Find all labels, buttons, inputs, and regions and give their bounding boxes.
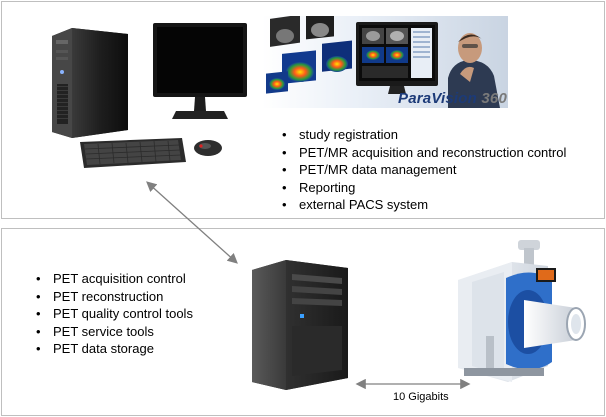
list-item: external PACS system (282, 196, 566, 214)
workstation-server-arrow (146, 181, 238, 264)
list-item: PET reconstruction (36, 288, 193, 306)
paravision-banner-image (262, 16, 508, 108)
brand-name: ParaVision (398, 90, 477, 107)
keyboard-icon (80, 138, 186, 168)
brand-version: 360 (481, 90, 507, 107)
list-item: PET acquisition control (36, 270, 193, 288)
monitor-icon (153, 23, 247, 119)
acquisition-feature-list: PET acquisition control PET reconstructi… (36, 270, 193, 358)
list-item: PET/MR acquisition and reconstruction co… (282, 144, 566, 162)
list-item: study registration (282, 126, 566, 144)
desktop-tower-icon (52, 28, 128, 138)
list-item: PET data storage (36, 340, 193, 358)
workstation-feature-list: study registration PET/MR acquisition an… (282, 126, 566, 214)
link-speed-label: 10 Gigabits (393, 391, 449, 403)
list-item: PET quality control tools (36, 305, 193, 323)
list-item: Reporting (282, 179, 566, 197)
list-item: PET service tools (36, 323, 193, 341)
mouse-icon (194, 140, 222, 156)
server-tower-icon (252, 260, 348, 390)
paravision-logo: ParaVision 360 (398, 90, 507, 107)
list-item: PET/MR data management (282, 161, 566, 179)
pet-mr-scanner-icon (458, 240, 586, 382)
